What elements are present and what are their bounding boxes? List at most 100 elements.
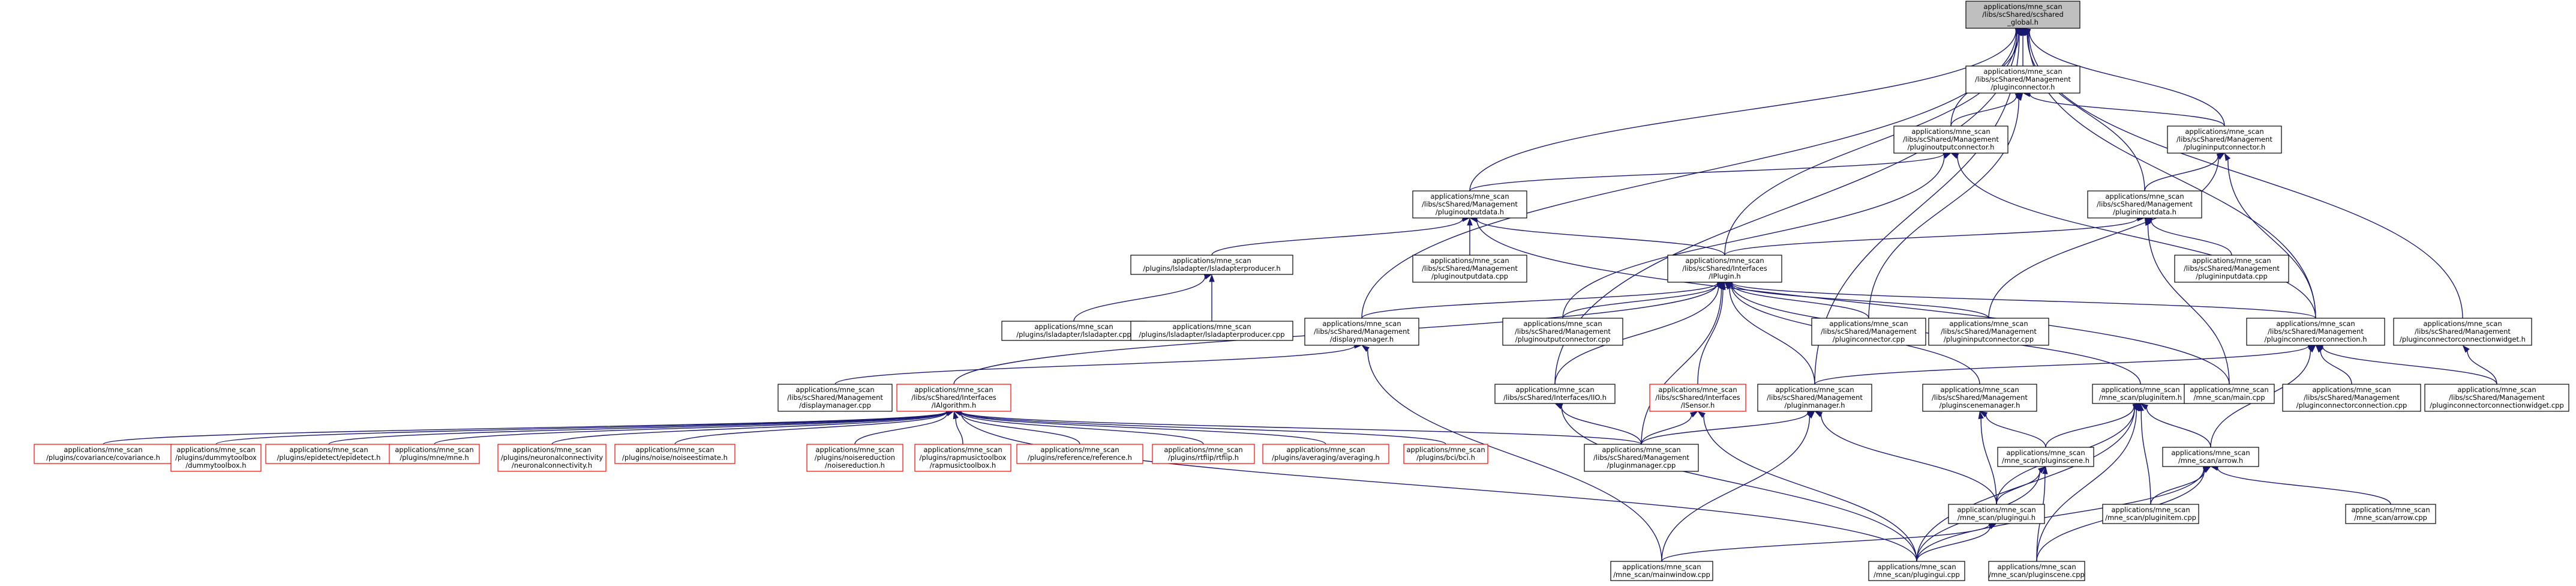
- node-mne-h[interactable]: applications/mne_scan/plugins/mne/mne.h: [389, 444, 480, 464]
- node-pluginscene-h[interactable]: applications/mne_scan/mne_scan/pluginsce…: [1997, 447, 2094, 467]
- node-pluginconnectorconnectionwidget-cpp[interactable]: applications/mne_scan/libs/scShared/Mana…: [2424, 384, 2569, 412]
- node-label-line: /pluginconnector.h: [1991, 83, 2055, 91]
- node-label-line: /pluginconnectorconnectionwidget.cpp: [2430, 401, 2564, 409]
- node-isensor-h[interactable]: applications/mne_scan/libs/scShared/Inte…: [1649, 384, 1746, 412]
- node-arrow-cpp[interactable]: applications/mne_scan/mne_scan/arrow.cpp: [2345, 504, 2436, 524]
- node-bci-h[interactable]: applications/mne_scan/plugins/bci/bci.h: [1403, 444, 1488, 464]
- node-label-line: /pluginconnectorconnection.cpp: [2296, 401, 2407, 409]
- node-label-line: applications/mne_scan: [2423, 319, 2502, 328]
- node-label-line: /mne_scan/pluginscene.cpp: [1989, 570, 2085, 579]
- node-plugininputdata-cpp[interactable]: applications/mne_scan/libs/scShared/Mana…: [2174, 255, 2289, 283]
- edge-pluginmanager-h-to-mainwindow-cpp: [1661, 411, 1815, 562]
- node-root[interactable]: applications/mne_scan/libs/scShared/scsh…: [1965, 1, 2080, 29]
- arrowhead: [2138, 403, 2144, 411]
- node-label-line: applications/mne_scan: [1172, 256, 1251, 265]
- node-pluginmanager-cpp[interactable]: applications/mne_scan/libs/scShared/Mana…: [1584, 444, 1699, 472]
- node-arrow-h[interactable]: applications/mne_scan/mne_scan/arrow.h: [2162, 447, 2259, 467]
- node-label-line: applications/mne_scan: [2006, 449, 2085, 457]
- node-lsladapterproducer-h[interactable]: applications/mne_scan/plugins/lsladapter…: [1130, 255, 1293, 275]
- node-plugininputdata-h[interactable]: applications/mne_scan/libs/scShared/Mana…: [2087, 190, 2202, 219]
- node-pluginoutputdata-h[interactable]: applications/mne_scan/libs/scShared/Mana…: [1412, 190, 1527, 219]
- node-dummytoolbox-h[interactable]: applications/mne_scan/plugins/dummytoolb…: [170, 444, 262, 472]
- node-label-line: applications/mne_scan: [512, 446, 591, 454]
- node-covariance-h[interactable]: applications/mne_scan/plugins/covariance…: [34, 444, 173, 464]
- node-label-line: applications/mne_scan: [1940, 385, 2019, 394]
- arrowhead: [1950, 153, 1959, 159]
- node-label-line: applications/mne_scan: [395, 446, 473, 454]
- edge-line: [960, 411, 1446, 445]
- node-averaging-h[interactable]: applications/mne_scan/plugins/averaging/…: [1262, 444, 1389, 464]
- edge-line: [1554, 32, 2018, 385]
- edge-line: [1996, 471, 2041, 505]
- node-pluginitem-h[interactable]: applications/mne_scan/mne_scan/pluginite…: [2092, 384, 2189, 404]
- node-box: [1130, 255, 1293, 275]
- node-label-line: /pluginmanager.cpp: [1607, 461, 1676, 470]
- node-reference-h[interactable]: applications/mne_scan/plugins/reference/…: [1016, 444, 1143, 464]
- node-box: [1928, 318, 2049, 346]
- node-label-line: /plugins/dummytoolbox: [175, 453, 257, 462]
- edges-layer: [103, 28, 2497, 562]
- edge-pluginitem-h-to-pluginscene-cpp: [2036, 403, 2141, 562]
- node-iplugin-h[interactable]: applications/mne_scan/libs/scShared/Inte…: [1667, 255, 1782, 283]
- node-pluginitem-cpp[interactable]: applications/mne_scan/mne_scan/pluginite…: [2102, 504, 2199, 524]
- edge-line: [1814, 345, 2309, 385]
- node-pluginoutputconnector-cpp[interactable]: applications/mne_scan/libs/scShared/Mana…: [1502, 318, 1623, 346]
- node-label-line: /libs/scShared/Interfaces: [911, 393, 996, 402]
- node-pluginoutputconnector-h[interactable]: applications/mne_scan/libs/scShared/Mana…: [1893, 125, 2008, 154]
- edge-plugingui-h-to-mainwindow-cpp: [1661, 521, 1997, 562]
- node-box: [1412, 190, 1527, 219]
- node-noisereduction-h[interactable]: applications/mne_scan/plugins/noisereduc…: [806, 444, 903, 472]
- node-epidetect-h[interactable]: applications/mne_scan/plugins/epidetect/…: [265, 444, 392, 464]
- node-rtfiiprtfiip-h[interactable]: applications/mne_scan/plugins/rtfiip/rtf…: [1152, 444, 1255, 464]
- node-pluginconnector-h[interactable]: applications/mne_scan/libs/scShared/Mana…: [1965, 65, 2080, 94]
- edge-line: [1980, 418, 1997, 505]
- node-label-line: /plugininputdata.h: [2113, 208, 2176, 216]
- edge-root-to-iio-h: [1554, 28, 2023, 385]
- node-label-line: applications/mne_scan: [2351, 506, 2430, 514]
- node-noiseestimate-h[interactable]: applications/mne_scan/plugins/noise/nois…: [614, 444, 735, 464]
- node-label-line: applications/mne_scan: [1523, 319, 1602, 328]
- node-pluginconnectorconnection-h[interactable]: applications/mne_scan/libs/scShared/Mana…: [2246, 318, 2385, 346]
- node-label-line: /libs/scShared/Management: [2304, 393, 2400, 402]
- edge-line: [328, 411, 947, 445]
- node-lsladapterproducer-cpp[interactable]: applications/mne_scan/plugins/lsladapter…: [1130, 321, 1293, 341]
- arrowhead: [2308, 345, 2316, 353]
- node-pluginmanager-h[interactable]: applications/mne_scan/libs/scShared/Mana…: [1757, 384, 1872, 412]
- node-label-line: /pluginoutputconnector.h: [1908, 143, 1995, 151]
- edge-line: [2320, 350, 2352, 385]
- node-plugingui-cpp[interactable]: applications/mne_scan/mne_scan/plugingui…: [1868, 561, 1965, 581]
- edge-line: [1476, 219, 1725, 256]
- node-plugingui-h[interactable]: applications/mne_scan/mne_scan/plugingui…: [1948, 504, 2045, 524]
- node-pluginconnectorconnection-cpp[interactable]: applications/mne_scan/libs/scShared/Mana…: [2282, 384, 2421, 412]
- node-displaymanager-h[interactable]: applications/mne_scan/libs/scShared/Mana…: [1304, 318, 1419, 346]
- node-label-line: /plugins/noise/noiseestimate.h: [622, 453, 728, 462]
- node-lsladapter-cpp[interactable]: applications/mne_scan/plugins/lsladapter…: [1001, 321, 1146, 341]
- node-mainwindow-cpp[interactable]: applications/mne_scan/mne_scan/mainwindo…: [1610, 561, 1713, 581]
- node-pluginscene-cpp[interactable]: applications/mne_scan/mne_scan/pluginsce…: [1988, 561, 2085, 581]
- node-box: [265, 444, 392, 464]
- node-label-line: /pluginoutputdata.h: [1436, 208, 1504, 216]
- node-neuronalconnectivity-h[interactable]: applications/mne_scan/plugins/neuronalco…: [497, 444, 607, 472]
- node-plugininputconnector-cpp[interactable]: applications/mne_scan/libs/scShared/Mana…: [1928, 318, 2049, 346]
- node-rapmusictoolbox-h[interactable]: applications/mne_scan/plugins/rapmusicto…: [914, 444, 1011, 472]
- node-ialgorithm-h[interactable]: applications/mne_scan/libs/scShared/Inte…: [896, 384, 1011, 412]
- node-label-line: /mne_scan/mainwindow.cpp: [1613, 570, 1710, 579]
- node-pluginscenemanager-h[interactable]: applications/mne_scan/libs/scShared/Mana…: [1922, 384, 2037, 412]
- edge-line: [960, 411, 1326, 445]
- edge-pluginmanager-h-to-pluginmanager-cpp: [1641, 409, 1815, 445]
- node-displaymanager-cpp[interactable]: applications/mne_scan/libs/scShared/Mana…: [777, 384, 893, 412]
- node-pluginconnector-cpp[interactable]: applications/mne_scan/libs/scShared/Mana…: [1811, 318, 1926, 346]
- node-box: [806, 444, 903, 472]
- edge-pluginoutputconnector-h-to-pluginoutputdata-h: [1469, 151, 1951, 192]
- edge-line: [960, 412, 1917, 562]
- arrowhead: [1361, 345, 1370, 352]
- node-plugininputconnector-h[interactable]: applications/mne_scan/libs/scShared/Mana…: [2167, 125, 2282, 154]
- edge-line: [1729, 287, 1815, 385]
- arrowhead: [2144, 217, 2153, 224]
- node-iio-h[interactable]: applications/mne_scan/libs/scShared/Inte…: [1494, 384, 1616, 404]
- node-pluginconnectorconnectionwidget-h[interactable]: applications/mne_scan/libs/scShared/Mana…: [2393, 318, 2532, 346]
- node-pluginoutputdata-cpp[interactable]: applications/mne_scan/libs/scShared/Mana…: [1412, 255, 1527, 283]
- node-main-cpp[interactable]: applications/mne_scan/mne_scan/main.cpp: [2184, 384, 2275, 404]
- node-box: [1412, 255, 1527, 283]
